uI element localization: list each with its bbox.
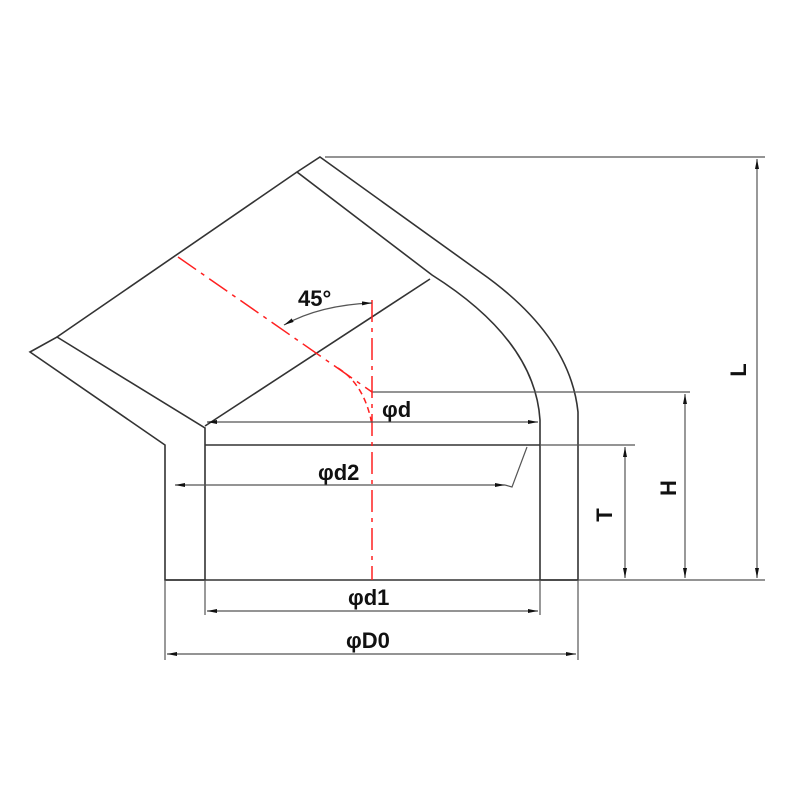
dim-D0-label: φD0 — [346, 628, 390, 653]
elbow-outline — [56, 156, 765, 581]
dim-d1-label: φd1 — [348, 585, 389, 610]
dim-H-label: H — [656, 480, 681, 496]
dim-d2-leader — [504, 446, 528, 488]
dim-d-label: φd — [382, 397, 411, 422]
dim-d2-label: φd2 — [318, 460, 359, 485]
dim-T-label: T — [592, 508, 617, 522]
angle-arc — [283, 301, 373, 326]
centerlines — [177, 256, 373, 580]
pipe-wall-hatch — [28, 156, 579, 581]
angle-label: 45° — [298, 286, 331, 311]
dim-L-label: L — [726, 363, 751, 376]
